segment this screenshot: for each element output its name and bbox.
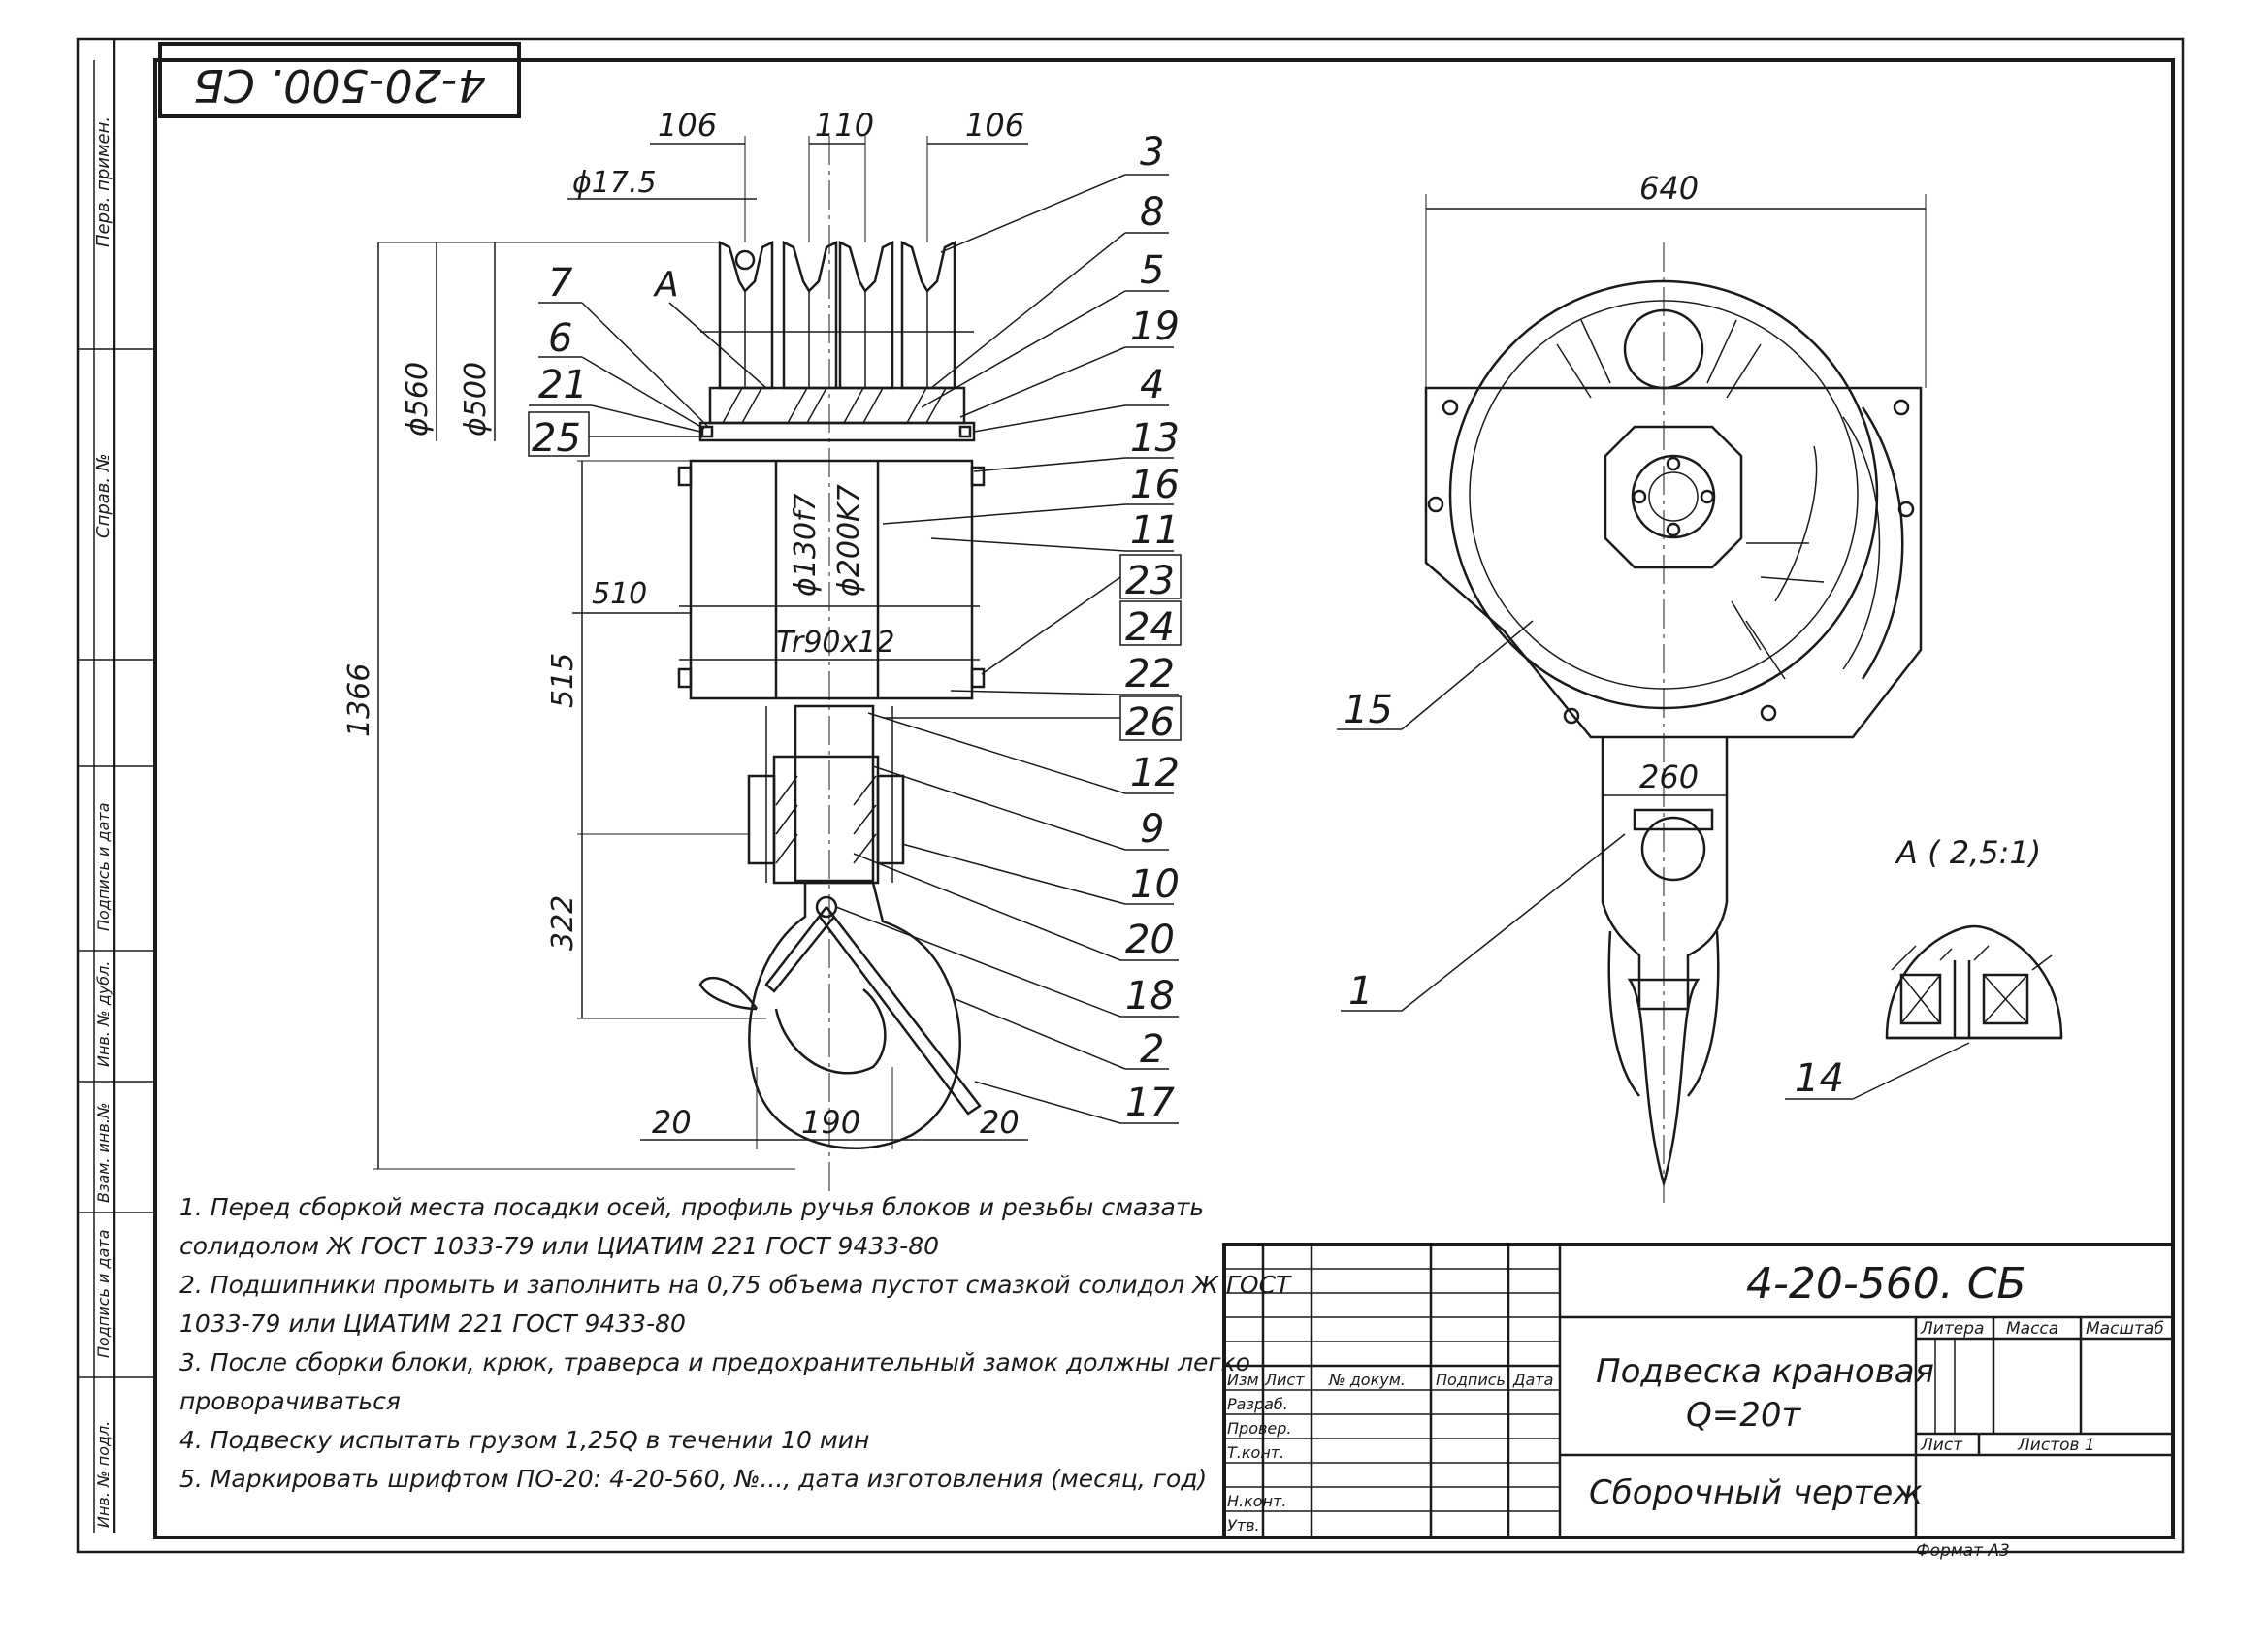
traverse: ϕ130f7 ϕ200K7 Tr90x12: [677, 459, 986, 700]
dim-322: 322: [546, 895, 580, 951]
callout-15: 15: [1344, 688, 1393, 732]
callout-22: 22: [1125, 652, 1175, 696]
dim-20-right: 20: [980, 1104, 1020, 1141]
tb-litera: Литера: [1920, 1319, 1984, 1339]
tb-doc-type: Сборочный чертеж: [1589, 1473, 1923, 1512]
tb-tkont: Т.конт.: [1227, 1443, 1284, 1462]
callout-19: 19: [1130, 305, 1180, 349]
side-podpis-data-2: Подпись и дата: [94, 1229, 113, 1358]
tb-n-dokum: № докум.: [1328, 1371, 1406, 1389]
front-dimensions: 106 110 106 ϕ17.5 ϕ560 ϕ500 1366 510 515: [342, 107, 1028, 1170]
callout-4: 4: [1140, 363, 1164, 407]
tb-prover: Провер.: [1227, 1419, 1292, 1438]
callout-20: 20: [1125, 918, 1175, 962]
dim-260: 260: [1639, 759, 1699, 795]
dim-d500: ϕ500: [459, 362, 493, 436]
dim-106-right: 106: [965, 107, 1024, 144]
callout-18: 18: [1125, 974, 1175, 1018]
inner-frame: [153, 58, 2175, 1539]
side-perv-primen: Перв. примен.: [93, 116, 113, 247]
outer-frame: [76, 37, 2185, 1554]
dim-640: 640: [1639, 170, 1699, 207]
dim-110: 110: [815, 107, 874, 144]
sheaves: A: [653, 240, 976, 442]
callout-25: 25: [532, 416, 581, 461]
callout-14: 14: [1795, 1056, 1844, 1101]
callout-17: 17: [1125, 1081, 1175, 1125]
dim-d560: ϕ560: [401, 362, 435, 436]
side-column: Перв. примен. Справ. № Подпись и дата Ин…: [78, 39, 155, 1533]
tb-utv: Утв.: [1227, 1516, 1260, 1535]
dim-1366: 1366: [342, 663, 376, 737]
stamp-designation: 4-20-500. СБ: [193, 59, 486, 112]
tb-nkont: Н.конт.: [1227, 1492, 1286, 1510]
hook-shank: [747, 704, 905, 885]
dim-106-left: 106: [658, 107, 717, 144]
side-sprav-no: Справ. №: [93, 453, 113, 538]
note-line-3: 2. Подшипники промыть и заполнить на 0,7…: [179, 1271, 1292, 1299]
tb-podpis: Подпись: [1436, 1371, 1506, 1389]
note-line-1: 1. Перед сборкой места посадки осей, про…: [179, 1193, 1204, 1221]
tb-razrab: Разраб.: [1227, 1395, 1288, 1413]
note-line-6: проворачиваться: [179, 1387, 401, 1415]
dim-d130f7: ϕ130f7: [789, 493, 823, 597]
technical-notes: 1. Перед сборкой места посадки осей, про…: [179, 1193, 1292, 1493]
callout-3: 3: [1140, 130, 1164, 175]
callout-23: 23: [1125, 559, 1175, 603]
view-a-label: A ( 2,5:1): [1895, 834, 2041, 871]
title-block: Изм Лист № докум. Подпись Дата Разраб. П…: [1222, 1243, 2175, 1561]
side-inv-podl: Инв. № подл.: [94, 1421, 113, 1528]
callout-16: 16: [1130, 463, 1180, 507]
callout-7: 7: [548, 261, 573, 306]
tb-massa: Масса: [2006, 1319, 2058, 1339]
callout-26: 26: [1125, 700, 1175, 745]
side-inv-dubl: Инв. № дубл.: [94, 961, 113, 1067]
tb-izm: Изм: [1227, 1371, 1259, 1389]
tb-list: Лист: [1920, 1436, 1963, 1455]
tb-name-line1: Подвеска крановая: [1596, 1352, 1934, 1391]
side-view: 640 260 15 1: [1337, 170, 1927, 1203]
side-vzam-inv: Взам. инв.№: [94, 1102, 113, 1203]
dim-20-left: 20: [652, 1104, 692, 1141]
note-line-7: 4. Подвеску испытать грузом 1,25Q в тече…: [179, 1426, 869, 1454]
callout-9: 9: [1140, 807, 1164, 852]
tb-list-col: Лист: [1264, 1371, 1305, 1389]
rotated-stamp: 4-20-500. СБ: [158, 42, 521, 118]
callout-12: 12: [1130, 751, 1180, 795]
callouts-left: 7 6 21 25: [528, 261, 709, 461]
callout-2: 2: [1140, 1027, 1164, 1072]
tb-name-line2: Q=20т: [1686, 1396, 1802, 1435]
callout-5: 5: [1140, 248, 1164, 293]
callout-1: 1: [1348, 969, 1373, 1014]
tb-masshtab: Масштаб: [2086, 1319, 2164, 1339]
dim-d17-5: ϕ17.5: [572, 166, 657, 200]
dim-510: 510: [592, 577, 647, 611]
tb-listov: Листов 1: [2017, 1436, 2095, 1455]
tb-designation: 4-20-560. СБ: [1746, 1259, 2026, 1309]
callout-8: 8: [1140, 190, 1164, 235]
detail-view-a: A ( 2,5:1) 14: [1785, 834, 2063, 1101]
tb-format: Формат А3: [1916, 1541, 2010, 1561]
note-line-8: 5. Маркировать шрифтом ПО-20: 4-20-560, …: [179, 1465, 1207, 1493]
dim-d200k7: ϕ200K7: [832, 484, 866, 597]
callouts-right: 3 8 5 19 4 13 16 11 23 24 22 26: [835, 130, 1182, 1125]
callout-13: 13: [1130, 416, 1180, 461]
callout-21: 21: [538, 363, 588, 407]
callout-11: 11: [1130, 508, 1180, 553]
callout-24: 24: [1125, 605, 1175, 650]
note-line-4: 1033-79 или ЦИАТИМ 221 ГОСТ 9433-80: [179, 1310, 686, 1338]
note-line-5: 3. После сборки блоки, крюк, траверса и …: [179, 1348, 1250, 1376]
dim-190: 190: [801, 1104, 860, 1141]
tb-data: Дата: [1512, 1371, 1553, 1389]
note-line-2: солидолом Ж ГОСТ 1033-79 или ЦИАТИМ 221 …: [179, 1232, 939, 1260]
dim-515: 515: [546, 653, 580, 708]
callout-6: 6: [548, 316, 572, 361]
side-podpis-data-1: Подпись и дата: [94, 802, 113, 931]
front-view: A ϕ130f7 ϕ200K7 Tr90x12: [342, 107, 1182, 1193]
dim-tr90: Tr90x12: [776, 626, 894, 660]
section-a-label: A: [653, 265, 679, 305]
callout-10: 10: [1130, 862, 1180, 907]
